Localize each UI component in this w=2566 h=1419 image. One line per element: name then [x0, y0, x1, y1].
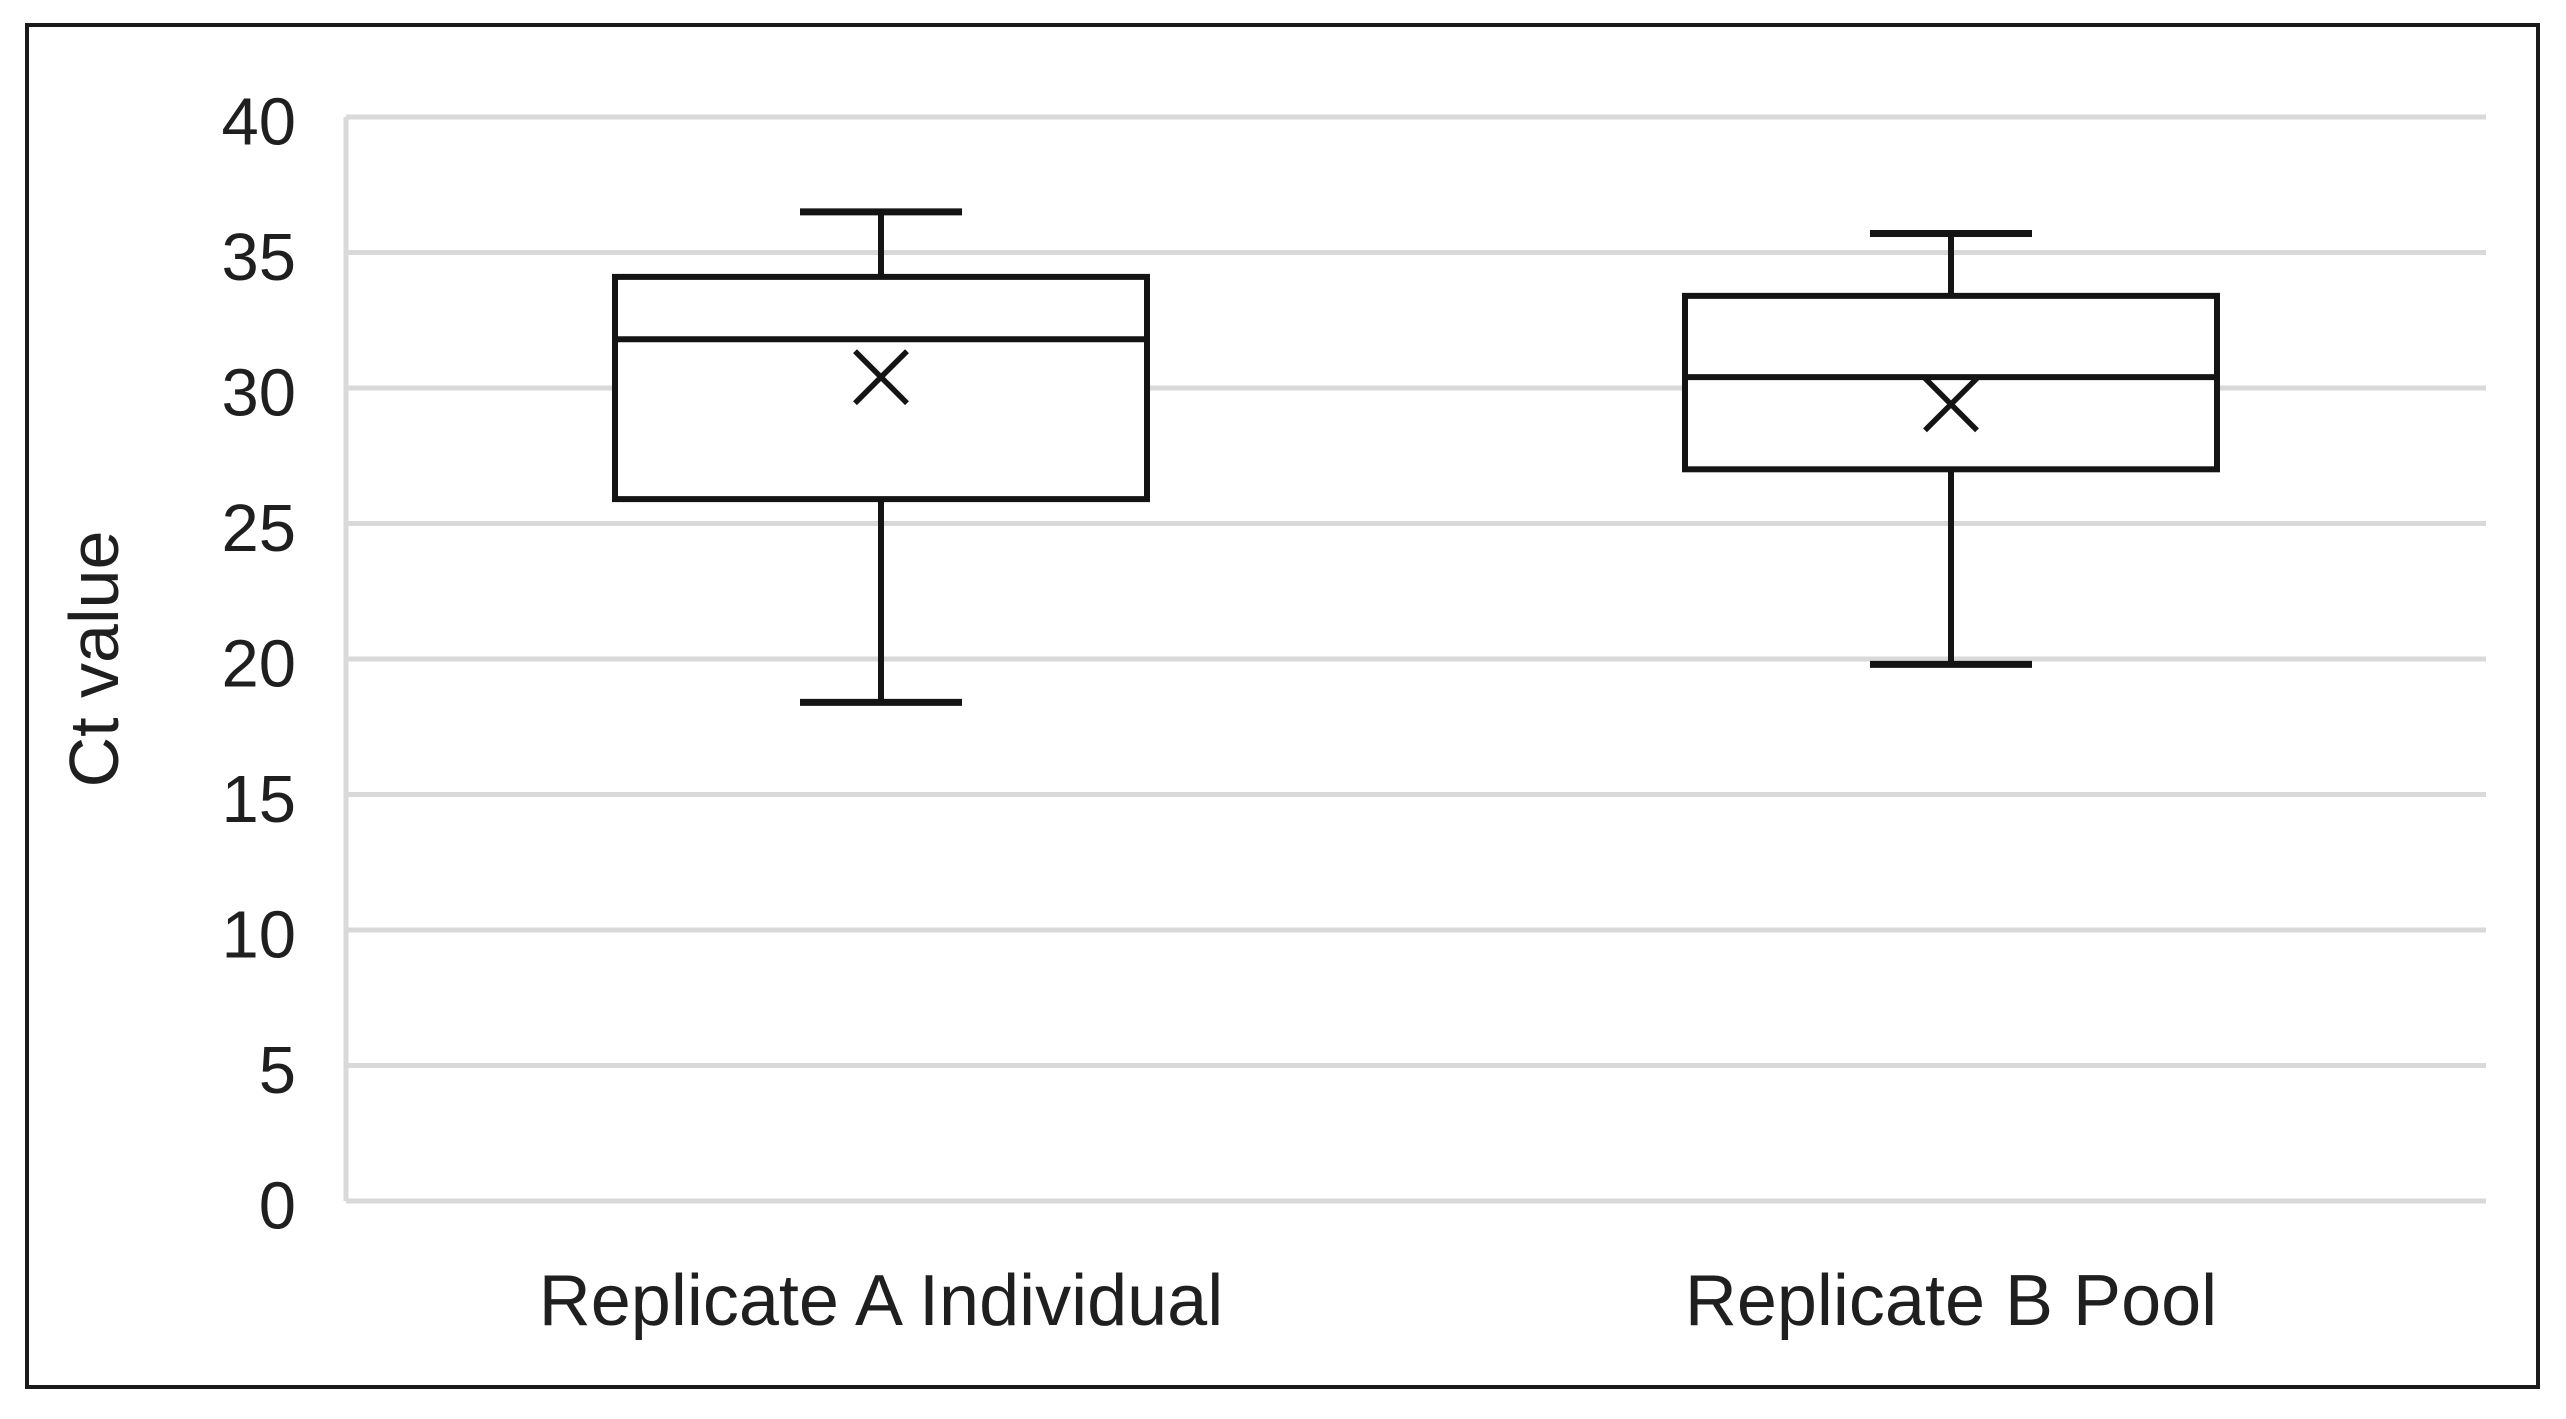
boxes-group: [612, 208, 2220, 706]
y-tick-label: 10: [221, 897, 296, 972]
box-whisker-1: [612, 208, 1150, 706]
iqr-box: [612, 273, 1150, 503]
figure-border: [25, 23, 2540, 1389]
iqr-box: [1682, 292, 2220, 473]
x-category-label: Replicate B Pool: [1685, 1261, 2217, 1341]
mean-marker: [1923, 376, 1979, 433]
y-tick-label: 20: [221, 626, 296, 701]
y-tick-label: 5: [259, 1033, 296, 1108]
mean-marker: [853, 349, 909, 406]
y-tick-label: 30: [221, 355, 296, 430]
x-category-label: Replicate A Individual: [539, 1261, 1223, 1341]
y-tick-label: 25: [221, 491, 296, 566]
x-category-labels-group: Replicate A Individual Replicate B Pool: [539, 1261, 2217, 1341]
y-tick-label: 0: [259, 1168, 296, 1243]
y-tick-labels-group: 0 5 10 15 20 25 30 35 40: [221, 84, 296, 1243]
y-tick-label: 35: [221, 220, 296, 295]
y-tick-label: 15: [221, 762, 296, 837]
y-tick-label: 40: [221, 84, 296, 159]
y-axis-title: Ct value: [55, 531, 133, 788]
box-whisker-2: [1682, 230, 2220, 668]
